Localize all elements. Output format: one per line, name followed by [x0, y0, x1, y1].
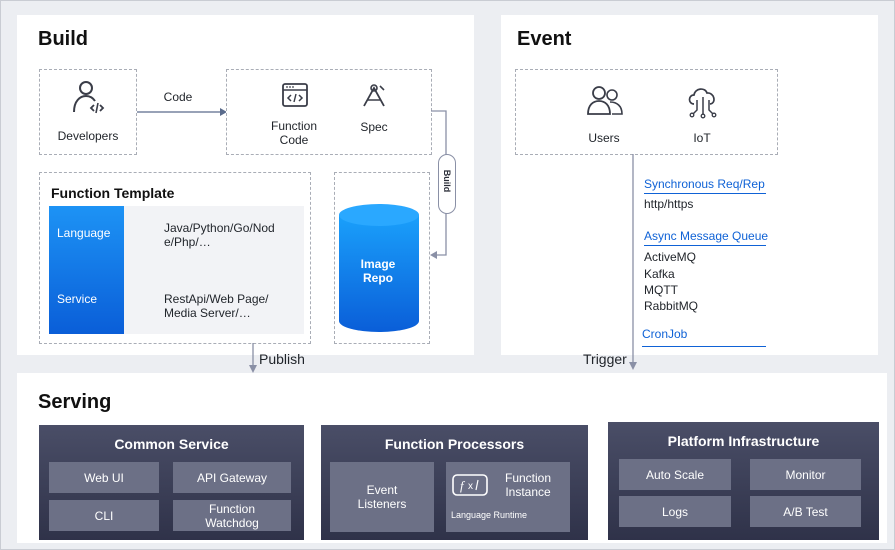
cli-tile: CLI — [49, 500, 159, 531]
event-title: Event — [517, 28, 572, 50]
sync-item: http/https — [644, 197, 694, 211]
function-instance-label: Function Instance — [504, 471, 552, 499]
service-label: Service — [57, 292, 98, 306]
async-item-mqtt: MQTT — [644, 283, 678, 297]
auto-scale-tile: Auto Scale — [619, 459, 731, 490]
service-values: RestApi/Web Page/ Media Server/… — [164, 292, 269, 320]
cron-title: CronJob — [642, 327, 688, 341]
async-item-rabbitmq: RabbitMQ — [644, 299, 699, 313]
iot-label: IoT — [693, 131, 711, 145]
template-category-bar — [49, 206, 124, 334]
image-repo-label: Image Repo — [360, 257, 396, 285]
web-ui-tile: Web UI — [49, 462, 159, 493]
users-icon — [587, 86, 623, 115]
api-gateway-tile: API Gateway — [173, 462, 291, 493]
function-watchdog-tile: Function Watchdog — [173, 500, 291, 531]
svg-text:f: f — [460, 478, 466, 493]
svg-text:x: x — [468, 481, 473, 492]
platform-infrastructure-title: Platform Infrastructure — [667, 433, 820, 449]
function-code-label: Function Code — [270, 119, 318, 147]
image-repo-cylinder — [339, 204, 419, 332]
logs-tile: Logs — [619, 496, 731, 527]
language-runtime-label: Language Runtime — [451, 510, 528, 520]
iot-icon — [688, 88, 717, 119]
publish-label: Publish — [259, 351, 305, 367]
function-processors-title: Function Processors — [384, 436, 525, 452]
sync-title: Synchronous Req/Rep — [644, 177, 765, 191]
function-instance-tile — [446, 462, 570, 532]
build-pill — [438, 154, 456, 214]
event-listeners-tile: Event Listeners — [330, 462, 434, 532]
template-values-area — [124, 206, 304, 334]
language-label: Language — [57, 226, 111, 240]
ab-test-tile: A/B Test — [750, 496, 861, 527]
async-item-activemq: ActiveMQ — [644, 250, 697, 264]
common-service-title: Common Service — [114, 436, 229, 452]
monitor-tile: Monitor — [750, 459, 861, 490]
async-title: Async Message Queue — [644, 229, 769, 243]
serving-title: Serving — [38, 391, 112, 413]
publish-arrow — [249, 343, 257, 373]
language-values: Java/Python/Go/Nod e/Php/… — [164, 221, 275, 249]
code-label: Code — [163, 90, 193, 104]
async-underline — [644, 245, 766, 246]
developer-icon — [73, 81, 105, 114]
users-label: Users — [588, 131, 620, 145]
function-template-title: Function Template — [51, 185, 175, 201]
trigger-arrow — [629, 154, 637, 370]
function-code-icon — [282, 83, 308, 107]
build-title: Build — [38, 28, 88, 50]
trigger-label: Trigger — [583, 351, 627, 367]
spec-icon — [363, 84, 385, 107]
sync-underline — [644, 193, 766, 194]
function-code-spec-box — [226, 69, 432, 155]
function-fx-icon: f x — [452, 474, 488, 496]
spec-label: Spec — [360, 120, 388, 134]
event-sources-box — [515, 69, 778, 155]
build-pill-label: Build — [442, 169, 452, 193]
developers-label: Developers — [57, 129, 119, 143]
async-item-kafka: Kafka — [644, 267, 675, 281]
code-arrow — [137, 108, 227, 116]
cron-underline — [642, 346, 766, 347]
